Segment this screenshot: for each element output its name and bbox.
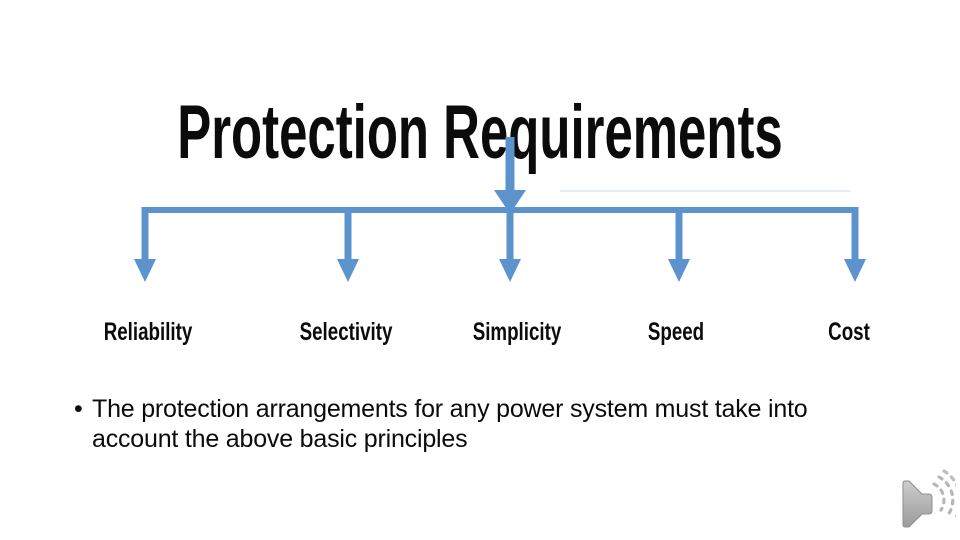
audio-speaker-icon[interactable]	[900, 468, 956, 540]
branch-arrowhead-icon	[844, 259, 866, 282]
sound-wave-inner	[932, 482, 946, 512]
branch-arrowhead-icon	[668, 259, 690, 282]
bullet-item: • The protection arrangements for any po…	[74, 394, 892, 454]
slide-title: Protection Requirements	[177, 89, 783, 175]
branch-arrow-simplicity	[499, 207, 521, 282]
branch-arrowhead-icon	[499, 259, 521, 282]
branch-arrowhead-icon	[134, 259, 156, 282]
root-arrowhead-icon	[494, 190, 526, 214]
branch-arrowhead-icon	[337, 259, 359, 282]
branch-label-speed: Speed	[647, 318, 705, 346]
bullet-text: The protection arrangements for any powe…	[92, 395, 808, 453]
branch-arrow-speed	[668, 207, 690, 282]
sound-wave-middle	[937, 475, 955, 517]
branch-label-selectivity: Selectivity	[299, 318, 393, 346]
speaker-body	[902, 480, 933, 528]
root-down-arrow	[494, 137, 526, 214]
branch-label-reliability: Reliability	[103, 318, 193, 346]
branch-arrow-selectivity	[337, 207, 359, 282]
bullet-marker: •	[74, 395, 83, 423]
branch-label-simplicity: Simplicity	[472, 318, 562, 346]
branch-arrow-reliability	[134, 207, 156, 282]
branch-arrow-cost	[844, 207, 866, 282]
branch-label-cost: Cost	[828, 318, 870, 346]
